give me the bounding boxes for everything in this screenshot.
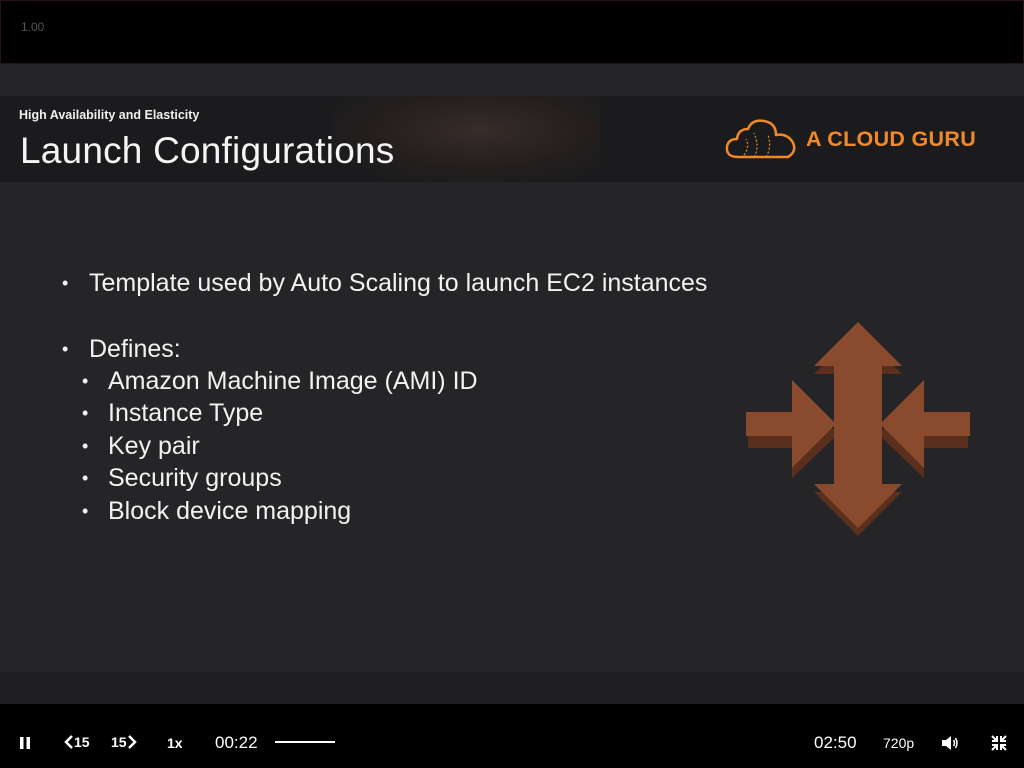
header-photo xyxy=(330,96,600,182)
section-label: High Availability and Elasticity xyxy=(19,108,200,122)
slide-bottom-strip xyxy=(0,672,1024,704)
slide-header: High Availability and Elasticity Launch … xyxy=(0,96,1024,182)
brand-name: A CLOUD GURU xyxy=(806,126,977,151)
brand-logo: A CLOUD GURU xyxy=(724,116,976,162)
bullet-dot: • xyxy=(82,371,89,391)
bullet-text: Template used by Auto Scaling to launch … xyxy=(89,269,708,297)
bullet-text: Security groups xyxy=(108,464,282,492)
chevron-right-icon xyxy=(127,735,137,749)
slide-title: Launch Configurations xyxy=(20,130,395,171)
duration: 02:50 xyxy=(814,733,857,752)
pause-icon[interactable] xyxy=(18,736,32,755)
bullet-dot: • xyxy=(82,436,89,456)
bullet-dot: • xyxy=(82,501,89,521)
exit-fullscreen-icon[interactable] xyxy=(991,735,1007,756)
quality-button[interactable]: 720p xyxy=(883,735,915,751)
bullet-text: Block device mapping xyxy=(108,497,352,525)
current-time: 00:22 xyxy=(215,733,258,752)
bullet-text: Instance Type xyxy=(108,399,264,427)
cloud-logo-icon xyxy=(725,119,796,159)
bullet-text: Amazon Machine Image (AMI) ID xyxy=(108,367,478,395)
bullet-text: Defines: xyxy=(89,335,181,363)
bullet-text: Key pair xyxy=(108,432,200,460)
rewind-label: 15 xyxy=(74,734,90,750)
top-bar: 1.00 xyxy=(0,0,1024,64)
playback-rate-button[interactable]: 1x xyxy=(167,735,183,751)
volume-icon[interactable] xyxy=(941,735,959,756)
auto-scaling-arrows-icon xyxy=(746,322,970,536)
forward-15-button[interactable]: 15 xyxy=(111,734,137,750)
speed-readout: 1.00 xyxy=(21,20,45,34)
forward-label: 15 xyxy=(111,734,127,750)
rewind-15-button[interactable]: 15 xyxy=(64,734,90,750)
progress-bar[interactable] xyxy=(275,741,335,743)
video-slide[interactable]: High Availability and Elasticity Launch … xyxy=(0,64,1024,672)
chevron-left-icon xyxy=(64,735,73,749)
bullet-dot: • xyxy=(82,468,89,488)
bullet-dot: • xyxy=(62,339,69,359)
bullet-dot: • xyxy=(62,273,69,293)
bullet-dot: • xyxy=(82,403,89,423)
player-controls: 15 15 1x 00:22 02:50 720p xyxy=(0,704,1024,768)
